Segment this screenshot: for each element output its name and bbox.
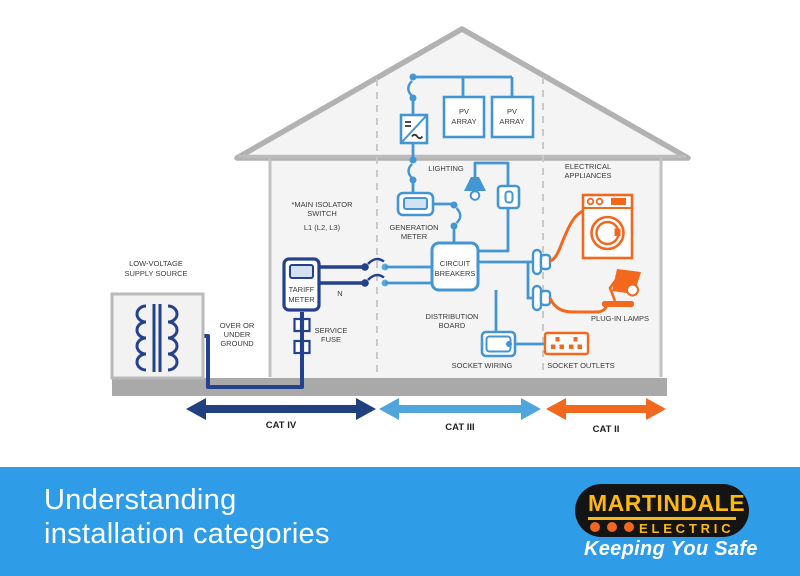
label-cat-ii: CAT II xyxy=(593,424,620,435)
plug-icon-1 xyxy=(531,248,552,276)
label-isolator-line3: L1 (L2, L3) xyxy=(304,223,341,232)
logo-brand-text: MARTINDALE xyxy=(588,490,746,516)
label-pv2-line1: PV xyxy=(507,107,517,116)
inverter-diagonal xyxy=(400,114,428,144)
bulb-icon xyxy=(469,190,481,201)
label-appliances-line2: APPLIANCES xyxy=(564,171,611,180)
generation-meter-screen xyxy=(403,197,428,210)
label-tariff-line1: TARIFF xyxy=(289,285,315,294)
lighting-circuit: LIGHTING xyxy=(428,161,521,253)
label-cat-iv: CAT IV xyxy=(266,420,297,431)
logo-dot xyxy=(607,522,617,532)
logo-dot xyxy=(624,522,634,532)
label-genmeter-line2: METER xyxy=(401,232,428,241)
label-lighting: LIGHTING xyxy=(428,164,464,173)
sockets: SOCKET WIRING SOCKET OUTLETS xyxy=(452,290,615,370)
label-supply-line1: LOW-VOLTAGE xyxy=(129,259,183,268)
category-arrows: CAT IV CAT III CAT II xyxy=(186,398,666,435)
label-underground-line3: GROUND xyxy=(220,339,254,348)
label-underground-line2: UNDER xyxy=(224,330,251,339)
label-pv1-line2: ARRAY xyxy=(451,117,476,126)
label-isolator-line1: *MAIN ISOLATOR xyxy=(292,200,354,209)
logo-dots xyxy=(590,522,634,532)
label-socket-outlets: SOCKET OUTLETS xyxy=(547,361,614,370)
tariff-meter: TARIFF METER xyxy=(282,257,321,312)
dc-symbol xyxy=(405,121,411,127)
installation-diagram: LOW-VOLTAGE SUPPLY SOURCE OVER OR UNDER … xyxy=(110,26,691,435)
label-service-fuse-line1: SERVICE xyxy=(315,326,348,335)
switch-blade-l1 xyxy=(367,257,385,265)
label-cat-iii: CAT III xyxy=(445,422,474,433)
pv-array-2-box xyxy=(490,95,535,139)
label-plug-in-lamps: PLUG-IN LAMPS xyxy=(591,314,649,323)
lamp-cable xyxy=(548,297,609,314)
label-cb-line1: CIRCUIT xyxy=(440,259,471,268)
label-socket-wiring: SOCKET WIRING xyxy=(452,361,513,370)
distribution-board: CIRCUIT BREAKERS DISTRIBUTION BOARD xyxy=(426,241,480,330)
logo-underline xyxy=(588,517,736,520)
label-service-fuse-line2: FUSE xyxy=(321,335,341,344)
label-appliances-line1: ELECTRICAL xyxy=(565,162,611,171)
pv-system: PV ARRAY PV ARRAY xyxy=(399,73,535,193)
label-cb-line2: BREAKERS xyxy=(435,269,476,278)
label-pv2-line2: ARRAY xyxy=(499,117,524,126)
label-tariff-line2: METER xyxy=(288,295,315,304)
label-pv1-line1: PV xyxy=(459,107,469,116)
page-title: Understanding installation categories xyxy=(44,483,330,551)
page-title-line1: Understanding xyxy=(44,484,237,516)
ground-bar xyxy=(112,378,667,396)
ac-symbol xyxy=(411,133,424,140)
label-distboard-line1: DISTRIBUTION xyxy=(426,312,479,321)
cat-iii-arrow xyxy=(379,398,541,420)
generation-meter: GENERATION METER xyxy=(389,191,462,243)
label-genmeter-line1: GENERATION xyxy=(389,223,438,232)
logo-tagline: Keeping You Safe xyxy=(584,538,758,560)
martindale-logo: MARTINDALE ELECTRIC xyxy=(575,484,749,537)
pv-array-1-box xyxy=(442,95,486,139)
switch-blade-n xyxy=(367,273,385,281)
supply-transformer: LOW-VOLTAGE SUPPLY SOURCE OVER OR UNDER … xyxy=(110,259,304,389)
label-isolator-line2: SWITCH xyxy=(307,209,337,218)
footer-banner: Understanding installation categories MA… xyxy=(0,467,800,576)
transformer-icon xyxy=(135,304,179,372)
label-distboard-line2: BOARD xyxy=(439,321,466,330)
socket-pins xyxy=(551,337,582,349)
washer-cable xyxy=(549,209,584,263)
logo-electric-text: ELECTRIC xyxy=(639,521,735,536)
service-fuse: SERVICE FUSE xyxy=(293,317,348,355)
socket-outlets-box xyxy=(543,331,590,356)
main-isolator-switch: *MAIN ISOLATOR SWITCH L1 (L2, L3) N xyxy=(292,200,432,298)
cat-iv-arrow xyxy=(186,398,376,420)
generation-switch-blade xyxy=(455,207,462,224)
plugs-and-appliances: ELECTRICAL APPLIANCES PLUG-IN LAMPS xyxy=(478,162,649,323)
supply-cable xyxy=(203,312,304,389)
page-title-line2: installation categories xyxy=(44,518,330,550)
inverter-switch-blade xyxy=(407,163,413,179)
tariff-meter-screen xyxy=(289,264,314,279)
plug-icon-2 xyxy=(531,284,552,312)
light-switch-toggle xyxy=(504,190,514,204)
transformer-box xyxy=(110,292,205,380)
pendant-lamp-icon xyxy=(464,177,486,191)
label-underground-line1: OVER OR xyxy=(220,321,255,330)
circuit-breakers-box xyxy=(430,241,480,292)
label-supply-line2: SUPPLY SOURCE xyxy=(124,269,187,278)
cat-ii-arrow xyxy=(546,398,666,420)
label-neutral: N xyxy=(337,289,342,298)
pv-switch-blade xyxy=(407,80,413,97)
desk-lamp-icon xyxy=(602,269,641,307)
logo-dot xyxy=(590,522,600,532)
washing-machine-icon xyxy=(581,193,634,260)
